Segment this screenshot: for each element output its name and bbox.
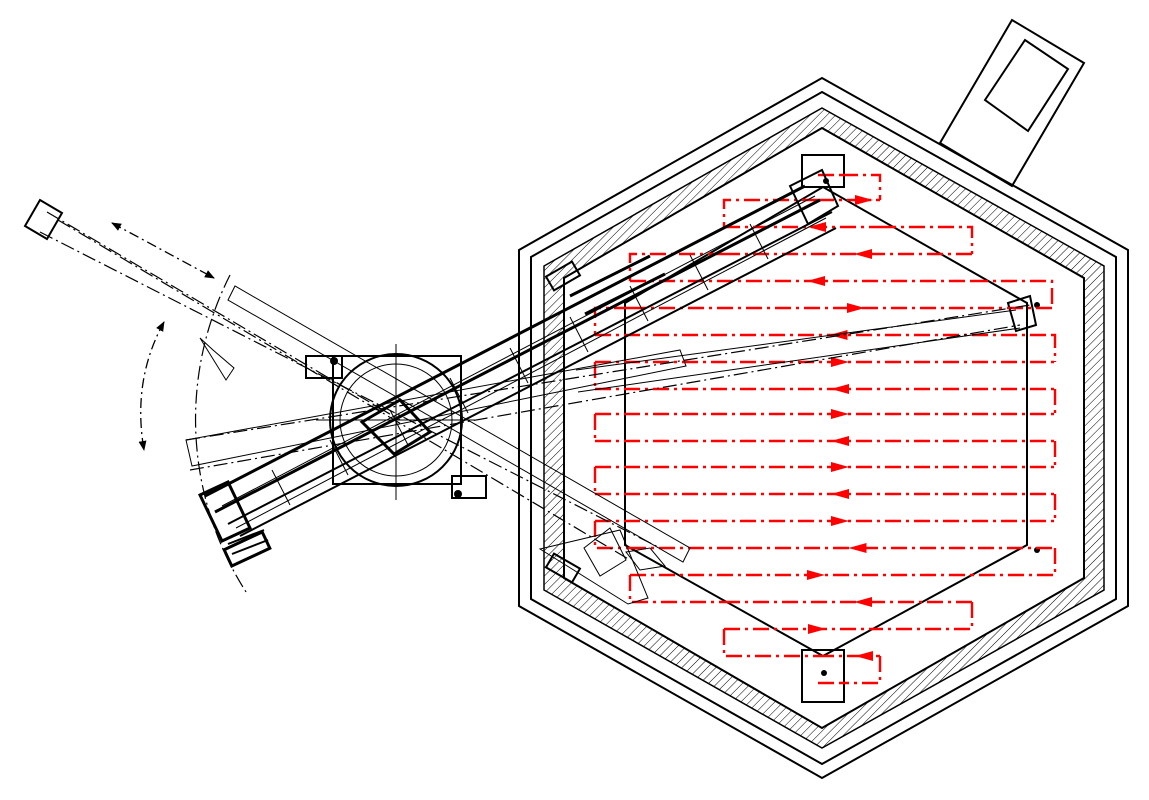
pin-right-top bbox=[1034, 302, 1040, 308]
path-arrow-icon bbox=[807, 570, 825, 580]
path-arrow-icon bbox=[855, 651, 873, 661]
path-arrow-icon bbox=[831, 462, 849, 472]
path-arrow-icon bbox=[807, 276, 825, 286]
scan-path bbox=[593, 173, 1057, 685]
outer-wall-inner-line bbox=[530, 90, 1117, 766]
path-arrow-icon bbox=[831, 489, 849, 499]
manipulator-arm bbox=[23, 168, 1031, 605]
path-arrow-icon bbox=[831, 409, 849, 419]
outer-wall-line bbox=[518, 76, 1129, 780]
swing-arrow-icon bbox=[138, 321, 165, 451]
travel-arrow-icon bbox=[111, 222, 215, 279]
path-arrow-icon bbox=[808, 222, 826, 232]
path-arrow-icon bbox=[847, 303, 865, 313]
inner-liner bbox=[563, 126, 1085, 730]
path-arrow-icon bbox=[831, 357, 849, 367]
path-arrow-icon bbox=[831, 516, 849, 526]
scan-path-line bbox=[593, 173, 1057, 685]
end-gear bbox=[222, 529, 272, 569]
path-arrow-icon bbox=[854, 249, 872, 259]
path-arrow-icon bbox=[855, 195, 873, 205]
pin-bottom bbox=[821, 670, 827, 676]
swing-arc bbox=[194, 274, 249, 596]
path-arrow-icon bbox=[831, 384, 849, 394]
alternate-positions bbox=[23, 198, 1031, 605]
path-arrow-icon bbox=[831, 436, 849, 446]
path-arrow-icon bbox=[848, 543, 867, 553]
path-arrow-icon bbox=[829, 330, 848, 340]
workpiece-hexagon bbox=[624, 185, 1028, 658]
path-arrow-icon bbox=[808, 624, 826, 634]
right-bracket bbox=[1006, 294, 1038, 333]
left-upper-plate bbox=[544, 260, 582, 292]
left-lower-plate bbox=[544, 552, 582, 584]
hexagonal-chamber bbox=[518, 76, 1129, 780]
access-panel bbox=[938, 18, 1086, 188]
path-arrow-icon bbox=[854, 597, 872, 607]
bottom-post bbox=[801, 649, 845, 703]
